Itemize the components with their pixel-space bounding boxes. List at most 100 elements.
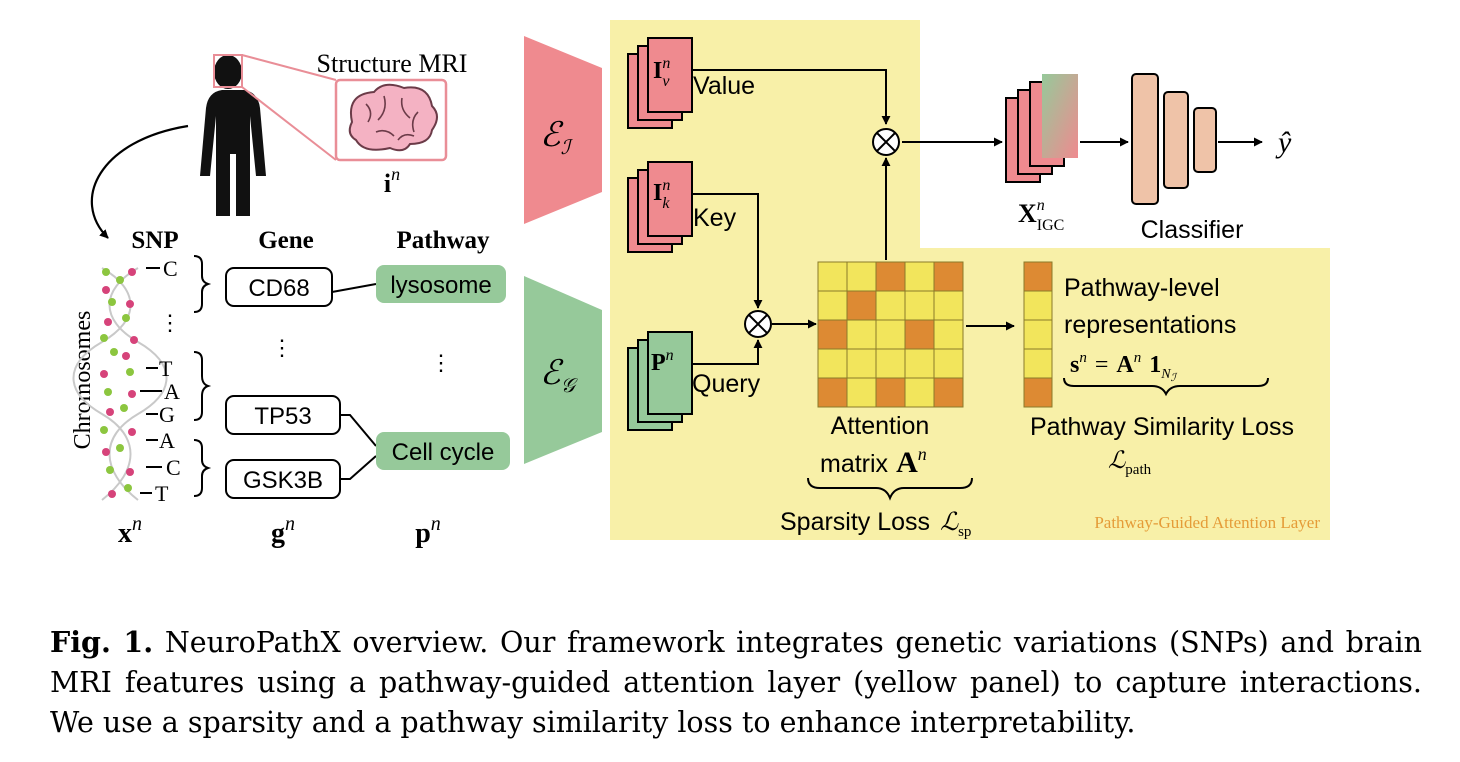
pathway-ellipsis: ⋮: [430, 350, 452, 375]
attention-matrix-cell: [875, 319, 906, 350]
pathway-label: lysosome: [390, 272, 491, 299]
snp-letter: T: [155, 481, 169, 506]
attention-matrix-cell: [904, 319, 935, 350]
layer-label: Pathway-Guided Attention Layer: [1094, 513, 1320, 532]
person-to-snp-arrow: [90, 124, 189, 239]
snp-letters: C ⋮ T A G A C T: [140, 256, 181, 506]
attention-matrix-cell: [875, 261, 906, 292]
pathway-label: Cell cycle: [392, 439, 495, 466]
genetic-encoder-trapezoid: [524, 276, 602, 464]
head-highlight-box: [213, 54, 243, 88]
attention-matrix-cell: [817, 348, 848, 379]
attention-layer-panel: [610, 20, 1330, 540]
attention-matrix-cell: [933, 377, 964, 408]
representations-label: representations: [1064, 311, 1236, 339]
figure-caption: Fig. 1. NeuroPathX overview. Our framewo…: [50, 622, 1422, 743]
value-stack: [627, 37, 693, 129]
key-stack: [627, 161, 693, 253]
output-symbol: ŷ: [1275, 126, 1292, 159]
pathway-box: [376, 265, 506, 303]
person-icon: [200, 55, 266, 216]
gene-label: TP53: [254, 403, 311, 430]
pathway-header: Pathway: [396, 227, 490, 254]
pathway-similarity-loss-symbol: ℒpath: [1108, 448, 1152, 478]
attention-matrix-cell: [846, 319, 877, 350]
attention-matrix-cell: [904, 377, 935, 408]
pathway-symbol: pn: [415, 513, 441, 549]
attention-matrix-cell: [875, 290, 906, 321]
query-stack: [627, 331, 693, 431]
mri-label: Structure MRI: [317, 49, 468, 78]
gene-ellipsis: ⋮: [271, 335, 293, 360]
snp-letter: G: [159, 402, 175, 427]
gene-pathway-links: [331, 283, 377, 480]
multiply-operator-icon: [744, 310, 772, 338]
snp-letter: A: [164, 379, 180, 404]
attention-label: Attention: [831, 412, 930, 440]
query-label: Query: [692, 370, 761, 398]
attention-matrix-cell: [933, 261, 964, 292]
gene-header: Gene: [258, 227, 314, 254]
pathway-level-vector: [1023, 261, 1053, 408]
image-encoder-trapezoid: [524, 36, 602, 224]
gene-symbol: gn: [271, 513, 295, 549]
attention-matrix-cell: [904, 348, 935, 379]
brain-icon: [348, 83, 438, 152]
attention-matrix-cell: [846, 290, 877, 321]
snp-ellipsis: ⋮: [159, 310, 181, 335]
classifier-block: [1131, 73, 1217, 205]
genetic-encoder-label: ℰ𝒢: [540, 355, 579, 397]
pathway-box: [376, 432, 510, 470]
sparsity-brace: [807, 477, 973, 501]
attention-matrix-cell: [933, 319, 964, 350]
attention-matrix-cell: [817, 290, 848, 321]
snp-gene-braces: [193, 255, 212, 497]
dna-strand-icon: [72, 267, 168, 501]
attention-matrix-cell: [817, 319, 848, 350]
attention-matrix-cell: [904, 290, 935, 321]
caption-label: Fig. 1.: [50, 625, 154, 659]
attention-matrix-cell: [933, 290, 964, 321]
gene-label: GSK3B: [243, 467, 323, 494]
pathway-vector-cell: [1023, 290, 1053, 321]
attention-matrix-cell: [817, 261, 848, 292]
pathway-similarity-loss-label: Pathway Similarity Loss: [1030, 413, 1294, 441]
key-label: Key: [693, 204, 737, 232]
snp-symbol: xn: [118, 513, 142, 549]
attention-matrix-cell: [933, 348, 964, 379]
pathway-similarity-brace: [1063, 377, 1269, 397]
pathway-level-label: Pathway-level: [1064, 274, 1220, 302]
pathway-vector-cell: [1023, 377, 1053, 408]
pathway-vector-cell: [1023, 261, 1053, 292]
snp-header: SNP: [131, 227, 178, 254]
attention-matrix-cell: [846, 261, 877, 292]
multiply-operator-icon: [872, 128, 900, 156]
pathway-vector-cell: [1023, 348, 1053, 379]
snp-letter: T: [159, 356, 173, 381]
snp-letter: C: [163, 256, 178, 281]
classifier-label: Classifier: [1141, 216, 1244, 244]
snp-letter: C: [166, 455, 181, 480]
attention-matrix-cell: [875, 377, 906, 408]
pathway-vector-cell: [1023, 319, 1053, 350]
caption-text: NeuroPathX overview. Our framework integ…: [50, 626, 1422, 739]
snp-letter: A: [159, 428, 175, 453]
attention-matrix-cell: [846, 377, 877, 408]
gene-box: [225, 267, 333, 307]
igc-feature-stack: [1005, 74, 1078, 183]
attention-flow-arrows: [692, 69, 1263, 365]
attention-matrix-cell: [846, 348, 877, 379]
mri-symbol: in: [384, 164, 400, 198]
gene-label: CD68: [248, 275, 309, 302]
attention-matrix: [817, 261, 964, 408]
attention-matrix-cell: [875, 348, 906, 379]
attention-matrix-cell: [817, 377, 848, 408]
query-symbol: Pn: [651, 347, 674, 376]
